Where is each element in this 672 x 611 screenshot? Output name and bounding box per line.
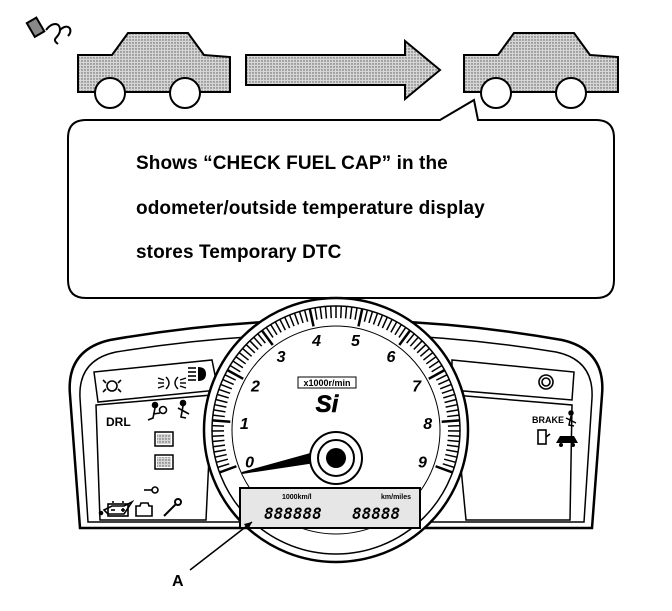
- car-icon-right: [464, 33, 618, 108]
- tach-minor-tick: [341, 306, 342, 318]
- tach-minor-tick: [325, 306, 326, 318]
- tach-number: 3: [277, 349, 286, 366]
- callout-line-2: odometer/outside temperature display: [136, 198, 485, 220]
- temp-unit-label: km/miles: [381, 494, 411, 501]
- temp-digits: 88888: [352, 504, 400, 523]
- tach-number: 8: [423, 416, 432, 433]
- tach-minor-tick: [331, 306, 332, 318]
- tach-number: 0: [245, 454, 254, 471]
- si-badge: Si: [316, 391, 340, 418]
- tach-minor-tick: [448, 436, 460, 437]
- tach-number: 7: [412, 379, 422, 396]
- tach-number: 5: [351, 333, 361, 350]
- brake-label: BRAKE: [532, 415, 564, 425]
- drl-label: DRL: [106, 415, 131, 429]
- tach-minor-tick: [346, 306, 347, 318]
- odo-unit-label: 1000km/l: [282, 494, 312, 501]
- odometer-digits: 888888: [264, 504, 322, 523]
- fuel-cap-icon: [27, 18, 71, 44]
- label-a: A: [172, 573, 184, 590]
- tach-number: 4: [311, 333, 321, 350]
- arrow-icon: [246, 41, 440, 99]
- indicator-block-lower: [155, 455, 173, 469]
- tach-number: 2: [250, 379, 260, 396]
- tach-major-tick: [442, 420, 460, 421]
- indicator-block-upper: [155, 432, 173, 446]
- tach-number: 6: [386, 349, 395, 366]
- car-icon-left: [78, 33, 230, 108]
- tach-number: 1: [240, 416, 249, 433]
- tach-units-label: x1000r/min: [303, 378, 350, 388]
- callout-line-1: Shows “CHECK FUEL CAP” in the: [136, 153, 448, 175]
- tach-minor-tick: [212, 436, 224, 437]
- tach-number: 9: [418, 454, 427, 471]
- tach-major-tick: [212, 420, 230, 421]
- callout-line-3: stores Temporary DTC: [136, 242, 341, 264]
- right-lower-panel: [454, 395, 572, 520]
